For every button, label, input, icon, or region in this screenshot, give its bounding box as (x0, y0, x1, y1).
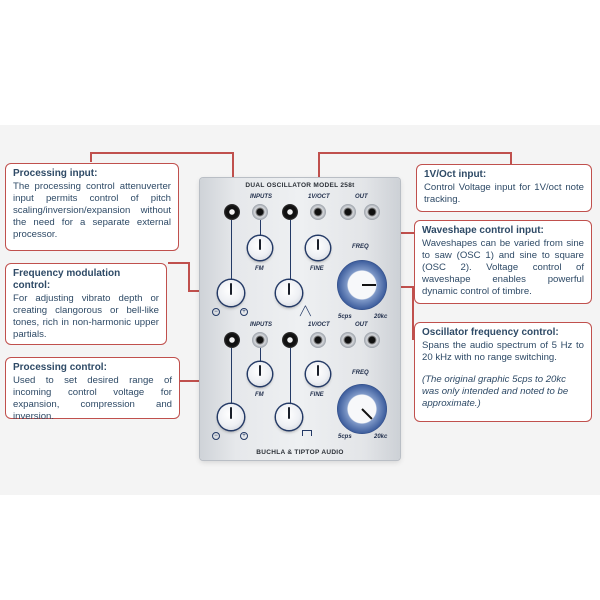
minus-symbol-1: − (212, 308, 220, 316)
fine-knob-2[interactable] (306, 362, 330, 386)
fine-label-2: FINE (310, 392, 324, 398)
callout-body: The processing control attenuverter inpu… (13, 181, 171, 240)
waveshape-knob-1[interactable] (276, 280, 302, 306)
callout-frequency-modulation: Frequency modulation control: For adjust… (5, 263, 167, 345)
out-jack-2b[interactable] (364, 332, 380, 348)
saw-wave-icon: ╱╲ (300, 306, 311, 316)
plus-symbol-1: + (240, 308, 248, 316)
voct-input-jack-2[interactable] (310, 332, 326, 348)
callout-title: Frequency modulation control: (13, 268, 121, 291)
voct-label-1: 1V/OCT (308, 194, 330, 200)
processing-input-jack-1[interactable] (224, 204, 240, 220)
inputs-label-1: INPUTS (250, 194, 273, 200)
callout-processing-input: Processing input: The processing control… (5, 163, 179, 251)
fine-knob-1[interactable] (306, 236, 330, 260)
voct-input-jack-1[interactable] (310, 204, 326, 220)
freq-high-label-1: 20kc (374, 314, 388, 320)
out-label-2: OUT (355, 322, 368, 328)
freq-label-1: FREQ (352, 244, 369, 250)
module-footer: BUCHLA & TIPTOP AUDIO (256, 449, 344, 456)
processing-knob-1[interactable] (218, 280, 244, 306)
callout-title: 1V/Oct input: (424, 169, 487, 180)
fine-label-1: FINE (310, 266, 324, 272)
callout-waveshape: Waveshape control input: Waveshapes can … (414, 220, 592, 304)
callout-voct-input: 1V/Oct input: Control Voltage input for … (416, 164, 592, 212)
callout-title: Oscillator frequency control: (422, 327, 559, 338)
callout-title: Waveshape control input: (422, 225, 544, 236)
out-jack-1a[interactable] (340, 204, 356, 220)
fm-input-jack-2[interactable] (252, 332, 268, 348)
out-jack-1b[interactable] (364, 204, 380, 220)
out-label-1: OUT (355, 194, 368, 200)
callout-body: Used to set desired range of incoming co… (13, 375, 172, 422)
callout-processing-control: Processing control: Used to set desired … (5, 357, 180, 422)
plus-symbol-2: + (240, 432, 248, 440)
fm-label-1: FM (255, 266, 264, 272)
freq-high-label-2: 20kc (374, 434, 388, 440)
callout-title: Processing control: (13, 362, 107, 373)
freq-low-label-1: 5cps (338, 314, 352, 320)
fm-input-jack-1[interactable] (252, 204, 268, 220)
callout-body: Control Voltage input for 1V/oct note tr… (424, 182, 584, 205)
processing-input-jack-2[interactable] (224, 332, 240, 348)
fm-knob-2[interactable] (248, 362, 272, 386)
processing-knob-2[interactable] (218, 404, 244, 430)
freq-label-2: FREQ (352, 370, 369, 376)
freq-knob-1[interactable] (337, 260, 387, 310)
freq-knob-2[interactable] (337, 384, 387, 434)
waveshape-input-jack-2[interactable] (282, 332, 298, 348)
callout-osc-frequency: Oscillator frequency control: Spans the … (414, 322, 592, 422)
fm-label-2: FM (255, 392, 264, 398)
inputs-label-2: INPUTS (250, 322, 273, 328)
waveshape-input-jack-1[interactable] (282, 204, 298, 220)
out-jack-2a[interactable] (340, 332, 356, 348)
module-title: DUAL OSCILLATOR MODEL 258t (245, 182, 355, 189)
oscillator-module: DUAL OSCILLATOR MODEL 258t INPUTS 1V/OCT… (200, 178, 400, 460)
callout-body: Waveshapes can be varied from sine to sa… (422, 238, 584, 297)
callout-title: Processing input: (13, 168, 98, 179)
callout-body: Spans the audio spectrum of 5 Hz to 20 k… (422, 340, 584, 363)
waveshape-knob-2[interactable] (276, 404, 302, 430)
freq-low-label-2: 5cps (338, 434, 352, 440)
fm-knob-1[interactable] (248, 236, 272, 260)
voct-label-2: 1V/OCT (308, 322, 330, 328)
callout-note: (The original graphic 5cps to 20kc was o… (422, 374, 569, 409)
square-wave-icon (302, 430, 312, 436)
callout-body: For adjusting vibrato depth or creating … (13, 293, 159, 340)
minus-symbol-2: − (212, 432, 220, 440)
